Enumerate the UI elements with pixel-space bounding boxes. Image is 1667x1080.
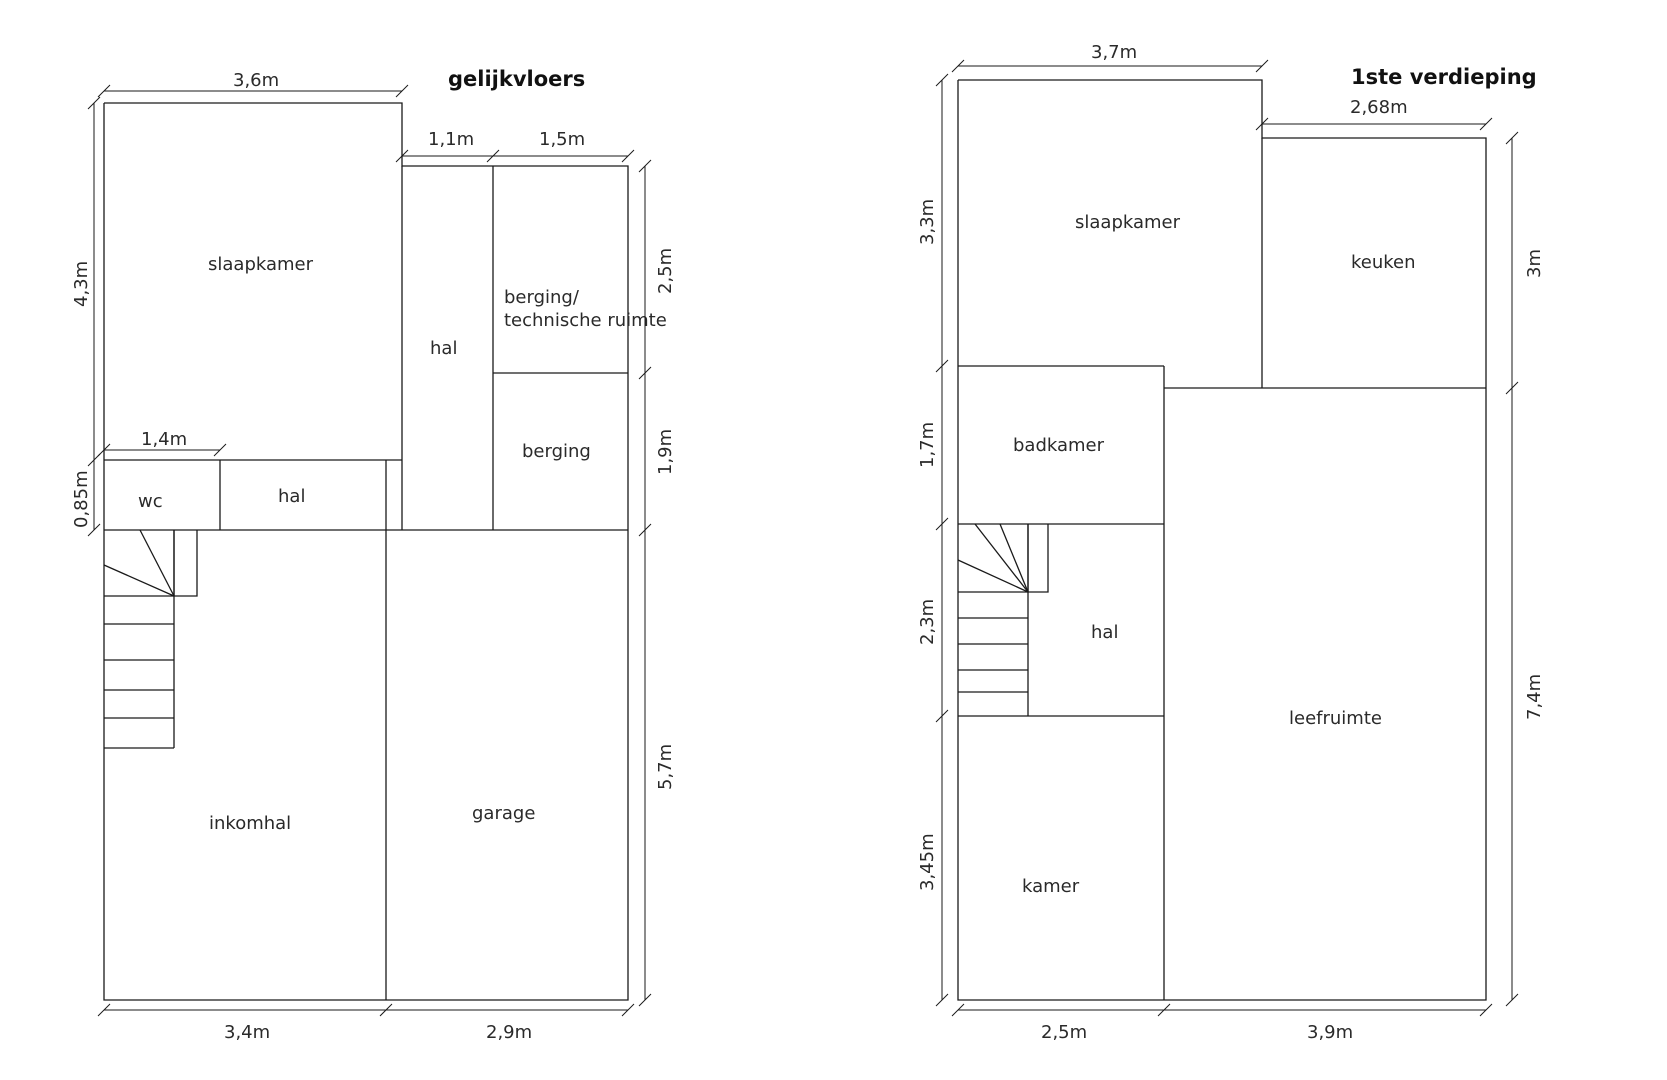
first-floor-title: 1ste verdieping — [1351, 65, 1537, 89]
dim-right-keuken: 3m — [1524, 249, 1545, 278]
room-label-slaapkamer: slaapkamer — [1075, 212, 1181, 233]
room-label-hal-small: hal — [278, 486, 305, 507]
dim-bottom-right: 2,9m — [486, 1022, 532, 1043]
first-floor-dimension-lines — [935, 59, 1519, 1017]
dim-right-leef: 7,4m — [1524, 674, 1545, 720]
dim-left-height: 4,3m — [71, 261, 92, 307]
room-label-hal: hal — [1091, 622, 1118, 643]
room-label-inkomhal: inkomhal — [209, 813, 291, 834]
room-label-kamer: kamer — [1022, 876, 1080, 897]
room-label-badkamer: badkamer — [1013, 435, 1105, 456]
room-label-hal: hal — [430, 338, 457, 359]
room-label-leefruimte: leefruimte — [1289, 708, 1382, 729]
dim-left-bad: 1,7m — [917, 422, 938, 468]
dim-hal-width: 1,1m — [428, 129, 474, 150]
dim-keuken-width: 2,68m — [1350, 97, 1408, 118]
dim-left-kamer: 3,45m — [917, 833, 938, 891]
room-label-wc: wc — [138, 491, 163, 512]
ground-floor-plan: gelijkvloers slaapkamer hal — [71, 67, 676, 1043]
dim-wc-width: 1,4m — [141, 429, 187, 450]
dim-wc-height: 0,85m — [71, 470, 92, 528]
dim-right-middle: 1,9m — [655, 429, 676, 475]
dim-left-top: 3,3m — [917, 199, 938, 245]
dim-bottom-left: 3,4m — [224, 1022, 270, 1043]
first-floor-staircase — [957, 523, 1049, 693]
dim-bottom-right: 3,9m — [1307, 1022, 1353, 1043]
dim-top-width: 3,6m — [233, 70, 279, 91]
dim-berging-width: 1,5m — [539, 129, 585, 150]
room-label-berging-technische-2: technische ruimte — [504, 310, 667, 331]
ground-floor-dimension-lines — [87, 84, 652, 1017]
room-label-garage: garage — [472, 803, 535, 824]
dim-top-width: 3,7m — [1091, 42, 1137, 63]
room-label-berging: berging — [522, 441, 591, 462]
room-label-slaapkamer: slaapkamer — [208, 254, 314, 275]
dim-right-upper: 2,5m — [655, 248, 676, 294]
dim-left-hal: 2,3m — [917, 599, 938, 645]
room-label-berging-technische-1: berging/ — [504, 287, 580, 308]
dim-right-lower: 5,7m — [655, 744, 676, 790]
ground-floor-staircase — [103, 529, 198, 749]
first-floor-walls — [957, 79, 1487, 1001]
ground-floor-walls — [103, 102, 629, 1001]
room-label-keuken: keuken — [1351, 252, 1416, 273]
dim-bottom-left: 2,5m — [1041, 1022, 1087, 1043]
ground-floor-title: gelijkvloers — [448, 67, 585, 91]
first-floor-plan: 1ste verdieping slaapkamer keuken — [917, 42, 1545, 1043]
